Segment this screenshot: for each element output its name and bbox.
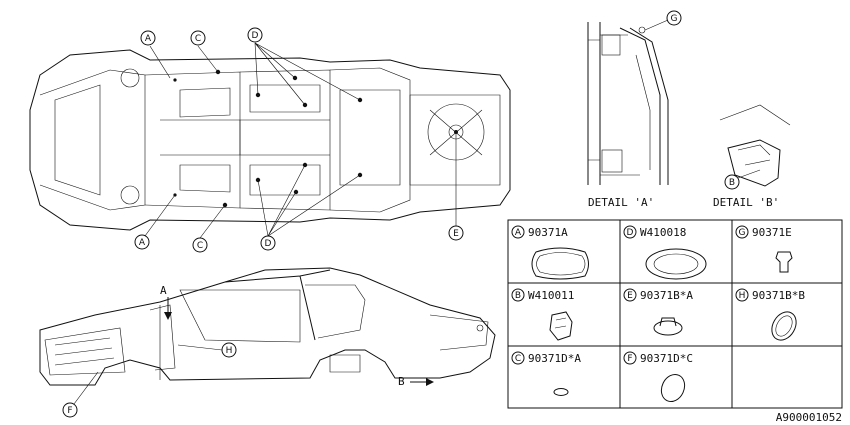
part-number: 90371A: [528, 226, 568, 239]
svg-text:A: A: [145, 34, 152, 44]
body-side-view: [39, 267, 496, 386]
part-cell-d: D W410018: [623, 225, 707, 280]
svg-text:H: H: [226, 346, 233, 356]
svg-text:B: B: [729, 178, 735, 188]
svg-text:E: E: [627, 291, 633, 301]
part-number: 90371B*B: [752, 289, 805, 302]
part-number: 90371E: [752, 226, 792, 239]
view-arrow-a: A: [160, 284, 172, 320]
callout-e: E: [448, 225, 464, 241]
sponge-seal-icon: [549, 311, 573, 341]
small-plug-icon: [553, 388, 569, 396]
part-number: W410011: [528, 289, 574, 302]
callout-b-detail: B: [724, 174, 740, 190]
part-cell-e: E 90371B*A: [623, 288, 693, 336]
svg-text:A: A: [515, 228, 522, 238]
part-cell-f: F 90371D*C: [623, 351, 693, 403]
grommet-oval-icon: [531, 247, 589, 280]
svg-text:F: F: [627, 354, 632, 364]
cap-plug-icon: [653, 320, 683, 336]
parts-table: [507, 219, 843, 409]
ring-grommet-icon: [771, 311, 797, 341]
svg-text:C: C: [197, 241, 203, 251]
callout-a-top: A: [140, 30, 156, 46]
detail-a-drawing: [587, 19, 669, 185]
svg-text:D: D: [252, 31, 259, 41]
svg-text:B: B: [398, 375, 405, 388]
part-cell-a: A 90371A: [511, 225, 589, 280]
callout-a-bottom: A: [134, 234, 150, 250]
figure-id: A900001052: [776, 411, 842, 424]
detail-a-label: DETAIL 'A': [588, 196, 654, 209]
part-number: 90371D*A: [528, 352, 581, 365]
flat-plug-icon: [660, 373, 686, 403]
svg-text:C: C: [515, 354, 521, 364]
callout-h: H: [177, 342, 237, 358]
detail-b-drawing: [719, 104, 791, 187]
callout-c-top: C: [190, 30, 206, 46]
part-number: 90371D*C: [640, 352, 693, 365]
clip-plug-icon: [775, 251, 793, 273]
part-cell-c: C 90371D*A: [511, 351, 581, 396]
svg-text:B: B: [515, 291, 521, 301]
callout-g: G: [666, 10, 682, 26]
svg-text:D: D: [265, 239, 272, 249]
callout-d-bottom: D: [260, 235, 276, 251]
part-cell-b: B W410011: [511, 288, 574, 341]
part-number: W410018: [640, 226, 686, 239]
svg-text:E: E: [453, 229, 459, 239]
view-arrow-b: B: [398, 375, 434, 388]
callout-d-top: D: [247, 27, 263, 43]
svg-text:C: C: [195, 34, 201, 44]
svg-text:G: G: [671, 14, 678, 24]
part-cell-h: H 90371B*B: [735, 288, 805, 341]
svg-text:F: F: [67, 406, 72, 416]
svg-text:H: H: [739, 291, 746, 301]
svg-text:D: D: [627, 228, 634, 238]
svg-text:A: A: [139, 238, 146, 248]
callout-c-bottom: C: [192, 237, 208, 253]
part-cell-g: G 90371E: [735, 225, 793, 273]
part-number: 90371B*A: [640, 289, 693, 302]
detail-b-label: DETAIL 'B': [713, 196, 779, 209]
round-plug-icon: [645, 248, 707, 280]
svg-text:A: A: [160, 284, 167, 297]
svg-text:G: G: [739, 228, 746, 238]
callout-f: F: [62, 371, 99, 418]
underbody-view: [29, 42, 511, 239]
